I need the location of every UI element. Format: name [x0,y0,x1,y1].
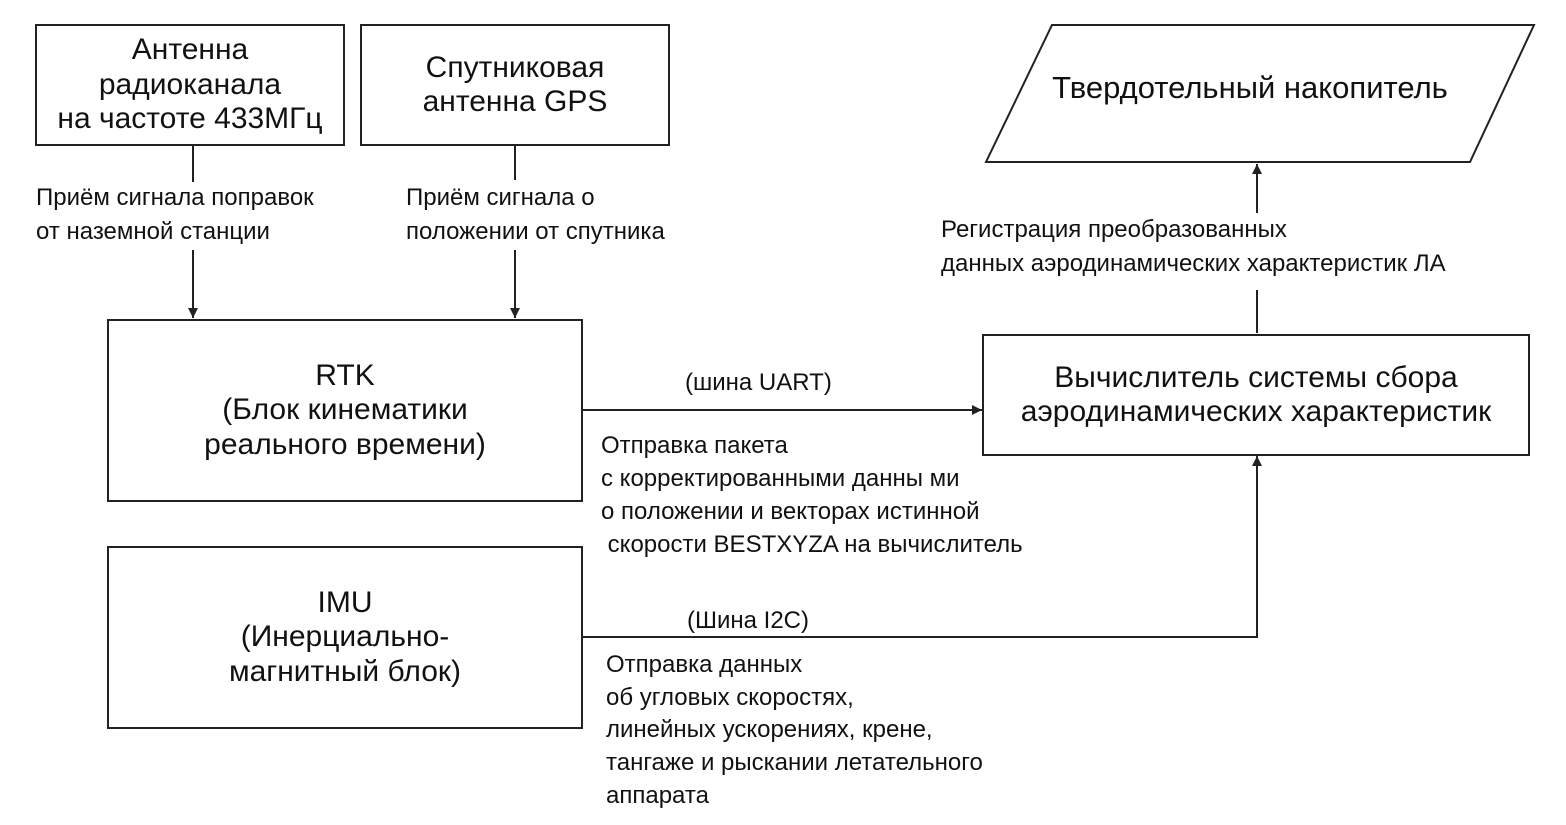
rtk-packet-line-1: Отправка пакета [601,432,788,459]
computer-block: Вычислитель системы сбора аэродинамическ… [982,334,1530,456]
imu-data-line-3: линейных ускорениях, крене, [606,716,933,744]
imu-block: IMU (Инерциально- магнитный блок) [107,546,583,729]
storage-label: Твердотельный накопитель [1052,70,1448,105]
imu-line-2: (Инерциально- [240,620,450,654]
rtk-line-2: (Блок кинематики [222,393,468,427]
i2c-label: (Шина I2C) [687,607,810,634]
rtk-packet-line-4: скорости BESTXYZA на вычислитель [601,531,1023,559]
computer-line-2: аэродинамических характеристик [1020,395,1492,428]
radio-signal-line-1: Приём сигнала поправок [36,184,314,211]
gps-signal-line-2: положении от спутника [406,217,665,245]
rtk-packet-line-3: о положении и векторах истинной [601,498,980,526]
gps-signal-line-1: Приём сигнала о [406,184,595,211]
computer-line-1: Вычислитель системы сбора [1054,360,1458,394]
uart-label: (шина UART) [685,369,832,396]
rtk-block: RTK (Блок кинематики реального времени) [107,319,583,502]
rtk-packet-label: Отправка пакета с корректированными данн… [601,429,1023,561]
antenna-radio-block: Антенна радиоканала на частоте 433МГц [35,24,345,146]
radio-signal-label: Приём сигнала поправок от наземной станц… [36,181,314,248]
arrow-imu-to-computer [582,456,1262,638]
radio-signal-line-2: от наземной станции [36,217,270,245]
rtk-line-3: реального времени) [204,427,486,461]
antenna-radio-line-1: Антенна [131,33,249,67]
rtk-line-1: RTK [315,358,375,392]
imu-line-1: IMU [317,585,373,619]
antenna-radio-line-2: радиоканала [98,67,282,101]
registration-line-2: данных аэродинамических характеристик ЛА [941,249,1446,277]
imu-data-label: Отправка данных об угловых скоростях, ли… [606,649,983,812]
imu-line-3: магнитный блок) [228,654,462,688]
imu-data-line-1: Отправка данных [606,651,803,678]
antenna-gps-line-2: антенна GPS [422,85,608,118]
imu-data-line-4: тангаже и рыскании летательного [606,748,983,776]
rtk-packet-line-2: с корректированными данны ми [601,465,960,493]
registration-line-1: Регистрация преобразованных [941,216,1287,243]
antenna-gps-line-1: Спутниковая [425,50,605,84]
antenna-gps-block: Спутниковая антенна GPS [360,24,670,146]
storage-parallelogram [984,24,1536,163]
imu-data-line-2: об угловых скоростях, [606,683,854,711]
imu-data-line-5: аппарата [606,781,709,809]
gps-signal-label: Приём сигнала о положении от спутника [406,181,665,248]
antenna-radio-line-3: на частоте 433МГц [57,102,323,136]
registration-label: Регистрация преобразованных данных аэрод… [941,213,1446,280]
